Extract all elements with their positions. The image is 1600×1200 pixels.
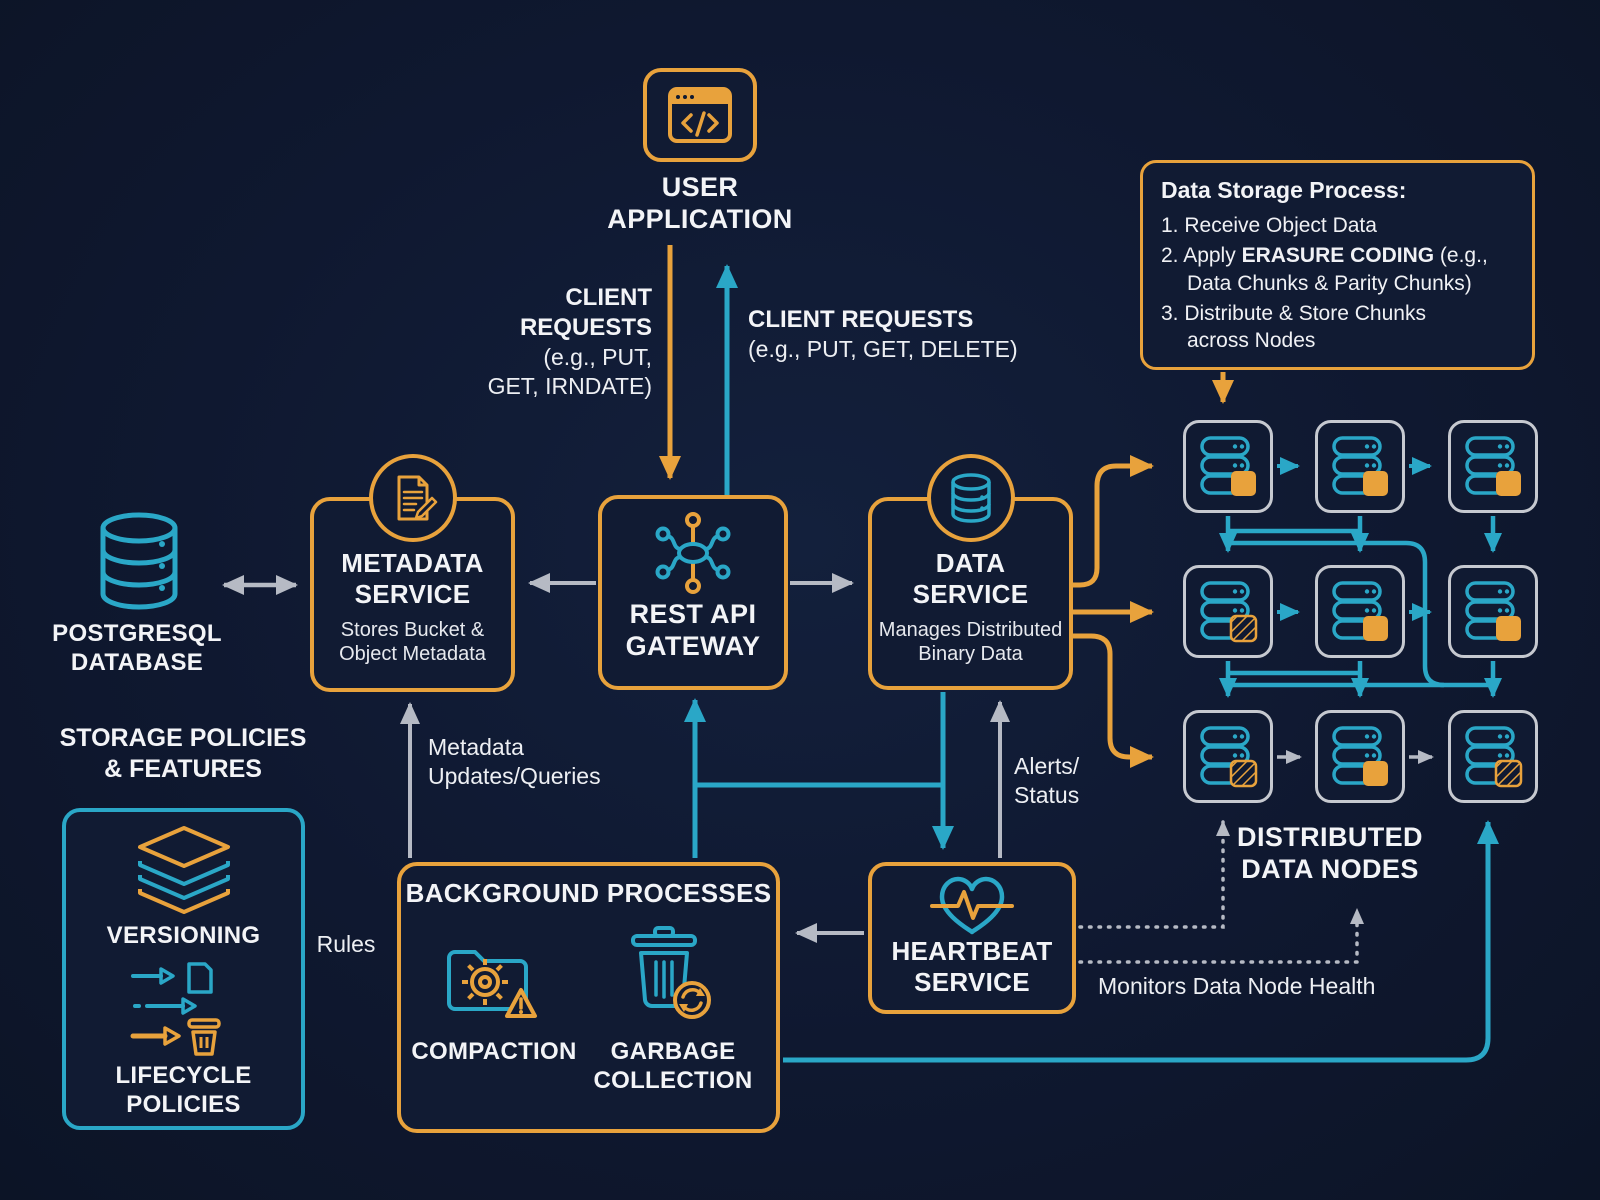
alerts-status-label: Alerts/ Status — [1014, 753, 1080, 808]
data-node — [1448, 420, 1538, 513]
background-processes-title: BACKGROUND PROCESSES — [405, 878, 772, 908]
metadata-doc-icon — [369, 454, 457, 542]
storage-policies-box: VERSIONING LIFECYCLE POLICIES — [62, 808, 305, 1130]
chunk-badge — [1494, 759, 1523, 787]
lifecycle-policies-label: LIFECYCLE POLICIES — [115, 1062, 252, 1118]
chunk-badge — [1363, 470, 1388, 496]
chunk-badge — [1496, 615, 1521, 641]
server-icon — [1460, 578, 1526, 646]
data-storage-process-box: Data Storage Process: 1. Receive Object … — [1140, 160, 1535, 370]
storage-step-3-cont: across Nodes — [1187, 329, 1316, 353]
metadata-service-subtitle: Stores Bucket & Object Metadata — [339, 619, 486, 666]
server-icon — [1195, 433, 1261, 501]
metadata-service-label: METADATA SERVICE — [341, 548, 484, 609]
background-processes-box: BACKGROUND PROCESSES — [397, 862, 780, 1133]
storage-policies-title: STORAGE POLICIES & FEATURES — [59, 724, 307, 784]
data-node — [1315, 420, 1405, 513]
postgresql-label: POSTGRESQL DATABASE — [52, 620, 222, 676]
edge-bgprocesses-to-node9 — [783, 820, 1499, 1063]
data-node — [1448, 565, 1538, 658]
data-service-subtitle: Manages Distributed Binary Data — [878, 619, 1063, 666]
data-node — [1183, 710, 1273, 803]
data-storage-process-title: Data Storage Process: — [1161, 177, 1407, 203]
data-service-db-icon — [927, 454, 1015, 542]
storage-step-3: 3. Distribute & Store Chunks — [1161, 301, 1426, 325]
edge-heartbeat-monitor-2 — [1078, 908, 1364, 964]
server-icon — [1327, 578, 1393, 646]
chunk-badge — [1229, 614, 1258, 642]
data-node — [1315, 710, 1405, 803]
heartbeat-service-box: HEARTBEAT SERVICE — [868, 862, 1076, 1014]
rest-api-gateway-label: REST API GATEWAY — [625, 599, 761, 661]
browser-code-icon — [667, 86, 733, 144]
heartbeat-icon — [926, 870, 1018, 938]
compaction-label: COMPACTION — [411, 1038, 577, 1065]
server-icon — [1195, 578, 1261, 646]
garbage-collection-label: GARBAGE COLLECTION — [593, 1038, 753, 1094]
garbage-collection-icon — [619, 924, 719, 1028]
api-hub-icon — [653, 511, 733, 595]
metadata-updates-label: Metadata Updates/Queries — [428, 734, 601, 789]
chunk-badge — [1363, 760, 1388, 786]
postgresql-db-icon — [92, 510, 187, 615]
rules-label: Rules — [316, 931, 376, 957]
edge-dataservice-to-row1 — [1073, 455, 1154, 588]
lifecycle-policies-icon — [125, 962, 243, 1058]
data-node — [1183, 420, 1273, 513]
distributed-data-nodes-label: DISTRIBUTED DATA NODES — [1237, 822, 1423, 884]
server-icon — [1327, 433, 1393, 501]
edge-heartbeat-monitor-1 — [1078, 820, 1230, 929]
storage-step-1: 1. Receive Object Data — [1161, 214, 1377, 237]
user-application-box — [643, 68, 757, 162]
rest-api-gateway-box: REST API GATEWAY — [598, 495, 788, 690]
server-icon — [1327, 723, 1393, 791]
storage-step-2-cont: Data Chunks & Parity Chunks) — [1187, 271, 1472, 295]
server-icon — [1460, 723, 1526, 791]
data-node — [1315, 565, 1405, 658]
server-icon — [1460, 433, 1526, 501]
client-requests-left-label: CLIENT REQUESTS (e.g., PUT, GET, IRNDATE… — [487, 284, 652, 399]
chunk-badge — [1231, 470, 1256, 496]
data-service-box: DATA SERVICE Manages Distributed Binary … — [868, 497, 1073, 690]
data-node — [1448, 710, 1538, 803]
user-application-label: USER APPLICATION — [607, 172, 793, 234]
chunk-badge — [1229, 759, 1258, 787]
chunk-badge — [1363, 615, 1388, 641]
versioning-label: VERSIONING — [106, 922, 261, 949]
edge-dataservice-to-row3 — [1073, 633, 1154, 768]
monitors-label: Monitors Data Node Health — [1098, 973, 1376, 999]
client-requests-right-label: CLIENT REQUESTS (e.g., PUT, GET, DELETE) — [748, 306, 1018, 362]
storage-step-2: 2. Apply ERASURE CODING (e.g., — [1161, 244, 1488, 268]
compaction-icon — [441, 928, 546, 1028]
data-service-label: DATA SERVICE — [912, 548, 1029, 609]
heartbeat-service-label: HEARTBEAT SERVICE — [891, 936, 1053, 997]
data-node — [1183, 565, 1273, 658]
chunk-badge — [1496, 470, 1521, 496]
server-icon — [1195, 723, 1261, 791]
versioning-layers-icon — [132, 824, 236, 920]
